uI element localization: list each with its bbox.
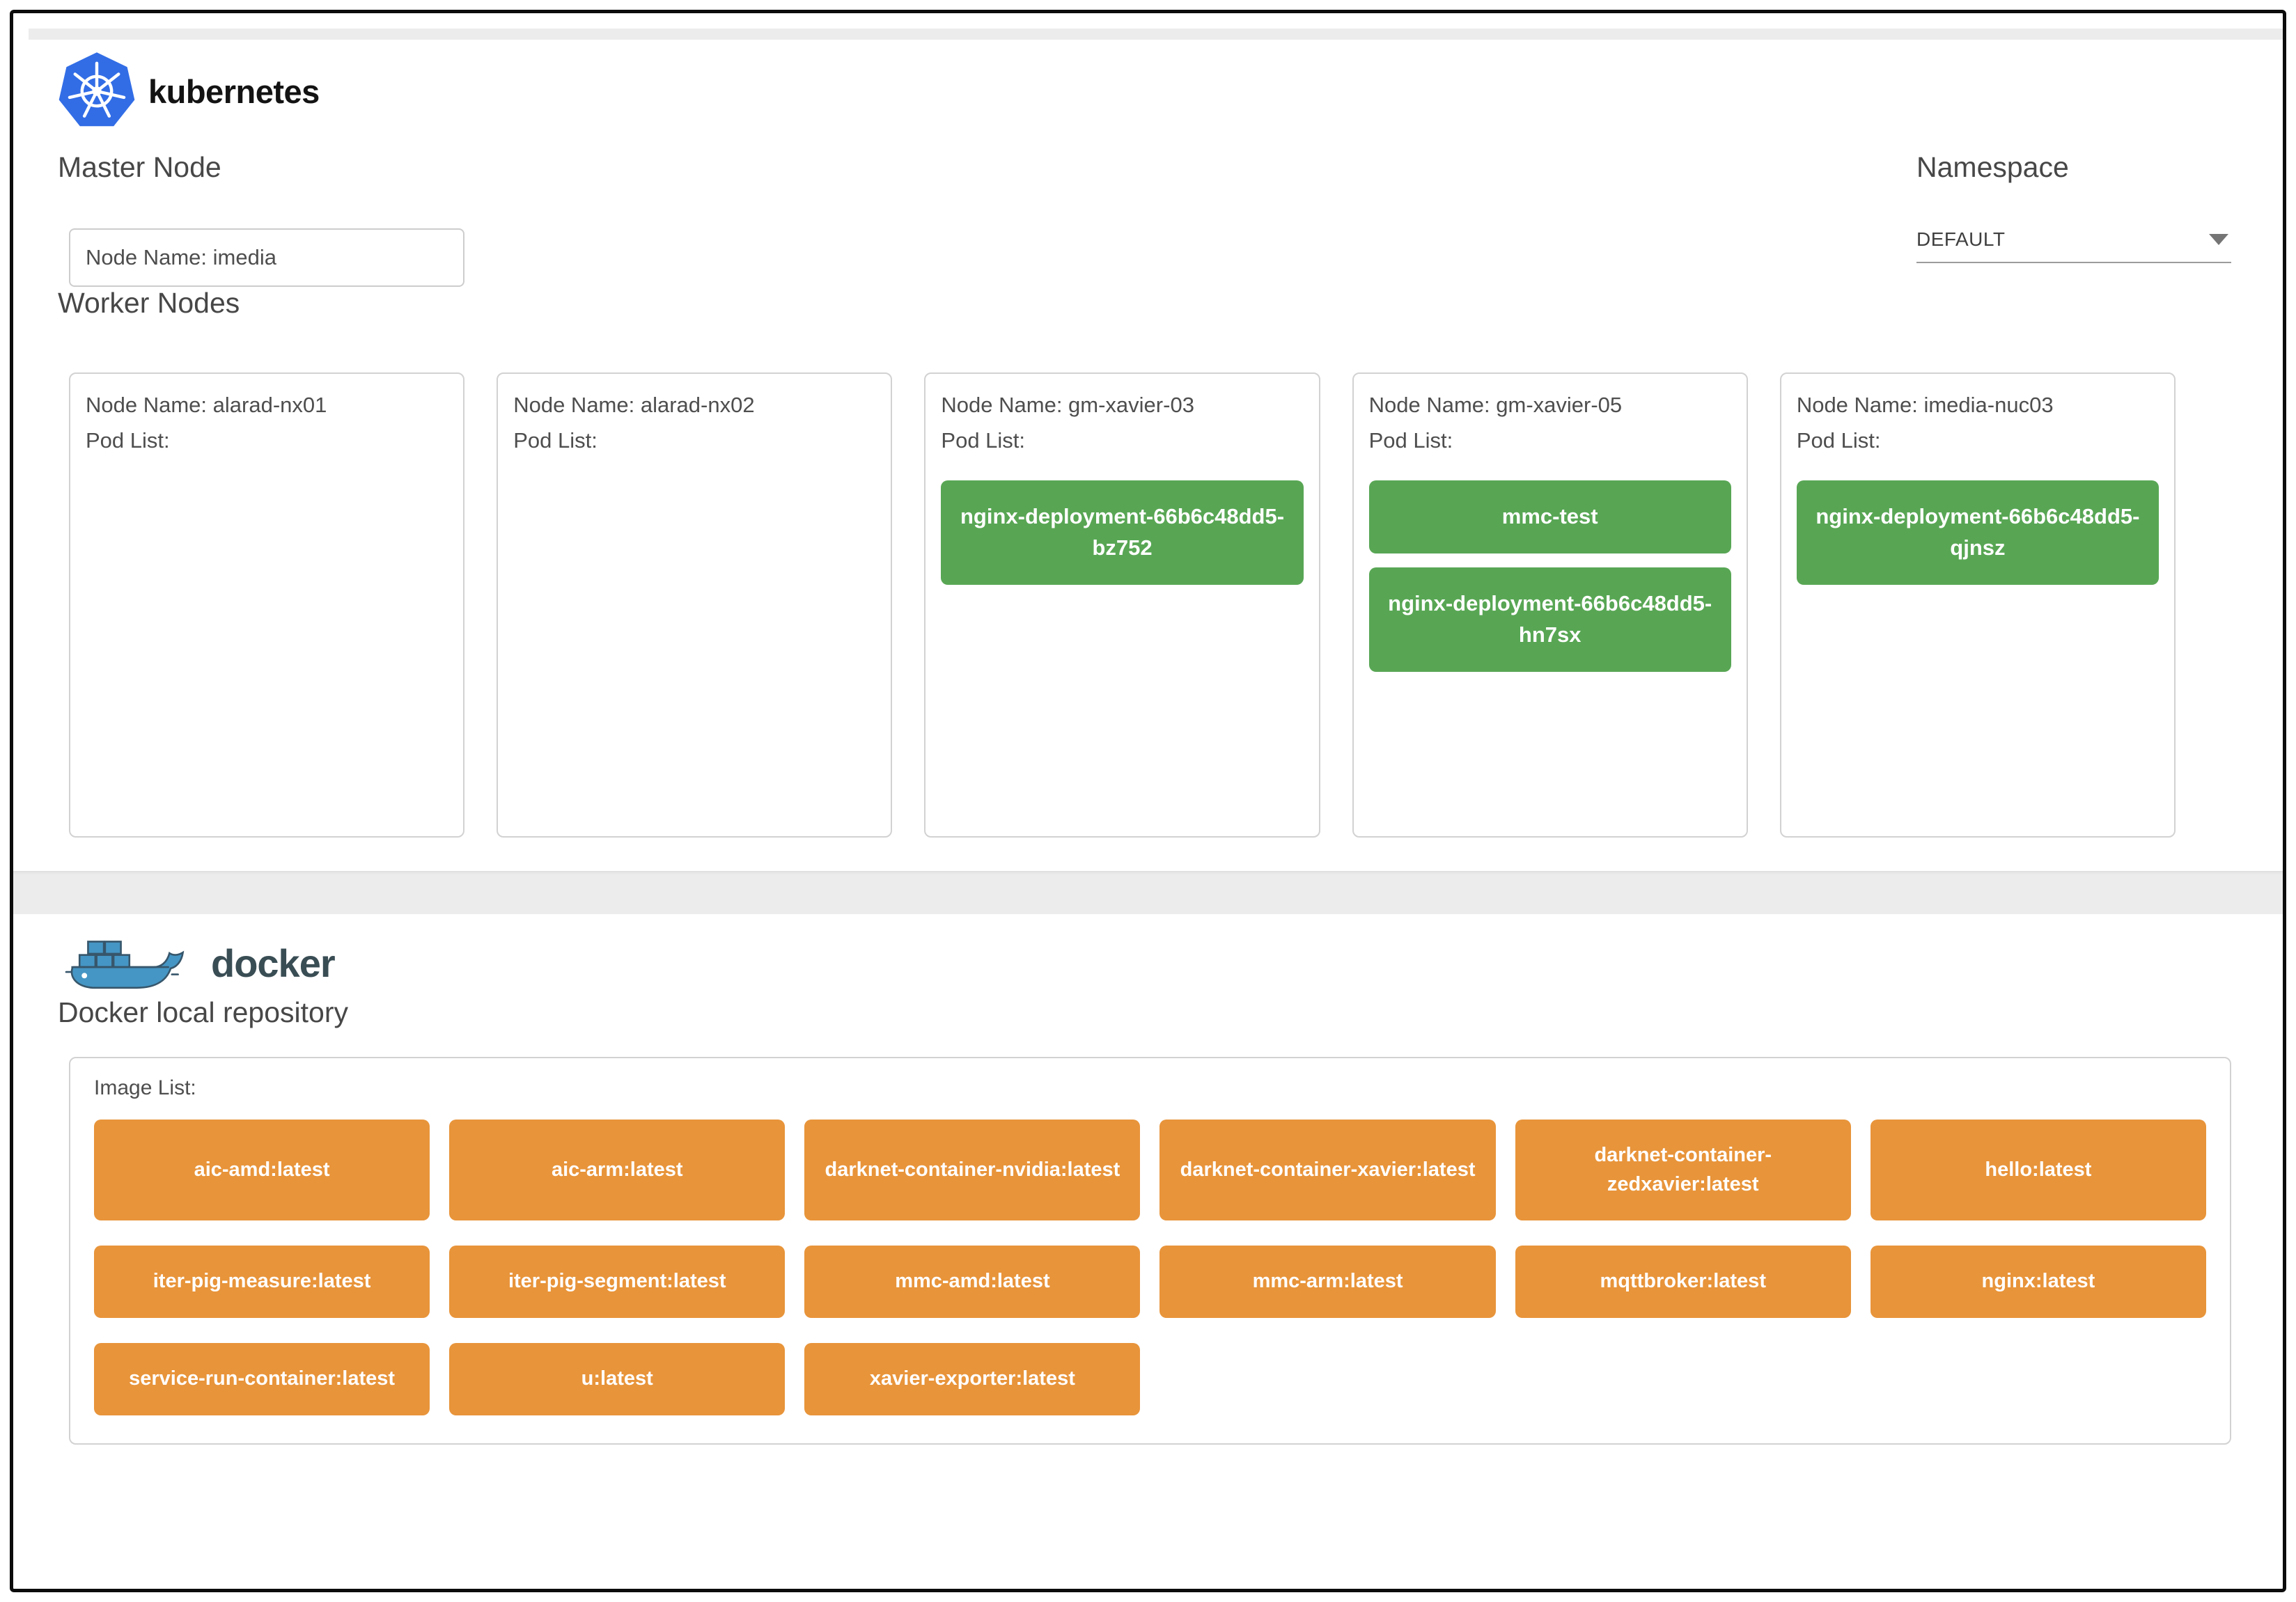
- worker-node-name: Node Name: alarad-nx01: [86, 393, 327, 418]
- kubernetes-wordmark: kubernetes: [148, 72, 320, 110]
- docker-image-button[interactable]: xavier-exporter:latest: [804, 1342, 1141, 1415]
- top-strip-divider: [29, 29, 2283, 40]
- pod-list-label: Pod List:: [513, 427, 598, 453]
- docker-image-grid: aic-amd:latest aic-arm:latest darknet-co…: [94, 1120, 2206, 1415]
- worker-node-card: Node Name: alarad-nx02 Pod List:: [497, 372, 893, 838]
- docker-image-button[interactable]: u:latest: [449, 1342, 786, 1415]
- docker-wordmark: docker: [211, 941, 336, 985]
- namespace-selected-value: DEFAULT: [1916, 228, 2006, 251]
- worker-node-name: Node Name: imedia-nuc03: [1796, 393, 2054, 418]
- worker-node-name: Node Name: alarad-nx02: [513, 393, 755, 418]
- image-list-label: Image List:: [94, 1076, 196, 1100]
- worker-nodes-row: Node Name: alarad-nx01 Pod List: Node Na…: [69, 372, 2176, 838]
- worker-nodes-title: Worker Nodes: [58, 287, 240, 320]
- kubernetes-section: kubernetes Master Node Namespace Node Na…: [13, 51, 2283, 838]
- pod-list: nginx-deployment-66b6c48dd5-bz752: [941, 480, 1304, 586]
- docker-section: docker Docker local repository Image Lis…: [13, 929, 2283, 1445]
- pod-list-label: Pod List:: [1796, 427, 1881, 453]
- docker-image-button[interactable]: service-run-container:latest: [94, 1342, 430, 1415]
- pod-list-label: Pod List:: [941, 427, 1026, 453]
- chevron-down-icon: [2209, 234, 2228, 246]
- docker-whale-icon: [65, 941, 185, 989]
- master-node-name: Node Name: imedia: [86, 245, 276, 270]
- pod-list-label: Pod List:: [86, 427, 170, 453]
- docker-image-button[interactable]: iter-pig-segment:latest: [449, 1245, 786, 1318]
- kubernetes-icon: [58, 52, 135, 127]
- worker-node-card: Node Name: gm-xavier-03 Pod List: nginx-…: [924, 372, 1320, 838]
- worker-node-name: Node Name: gm-xavier-05: [1368, 393, 1623, 418]
- pod-list-label: Pod List:: [1368, 427, 1453, 453]
- namespace-title: Namespace: [1916, 151, 2069, 183]
- master-node-card: Node Name: imedia: [69, 228, 464, 288]
- docker-image-button[interactable]: darknet-container-zedxavier:latest: [1515, 1120, 1851, 1220]
- worker-node-card: Node Name: gm-xavier-05 Pod List: mmc-te…: [1352, 372, 1748, 838]
- pod-list: mmc-test nginx-deployment-66b6c48dd5-hn7…: [1368, 480, 1731, 673]
- docker-repository-title: Docker local repository: [58, 996, 348, 1029]
- docker-logo: docker: [58, 929, 2231, 996]
- pod-button[interactable]: nginx-deployment-66b6c48dd5-bz752: [941, 480, 1304, 586]
- pod-list: nginx-deployment-66b6c48dd5-qjnsz: [1796, 480, 2160, 586]
- docker-image-button[interactable]: hello:latest: [1870, 1120, 2206, 1220]
- docker-image-button[interactable]: darknet-container-nvidia:latest: [804, 1120, 1141, 1220]
- page-frame: kubernetes Master Node Namespace Node Na…: [10, 10, 2286, 1592]
- docker-image-button[interactable]: mqttbroker:latest: [1515, 1245, 1851, 1318]
- worker-node-card: Node Name: alarad-nx01 Pod List:: [69, 372, 465, 838]
- kubernetes-logo: kubernetes: [58, 51, 2231, 132]
- pod-button[interactable]: nginx-deployment-66b6c48dd5-hn7sx: [1368, 567, 1731, 673]
- worker-node-card: Node Name: imedia-nuc03 Pod List: nginx-…: [1779, 372, 2176, 838]
- docker-image-button[interactable]: darknet-container-xavier:latest: [1159, 1120, 1496, 1220]
- docker-image-button[interactable]: aic-amd:latest: [94, 1120, 430, 1220]
- docker-image-button[interactable]: aic-arm:latest: [449, 1120, 786, 1220]
- section-divider: [13, 871, 2283, 915]
- pod-button[interactable]: mmc-test: [1368, 480, 1731, 554]
- docker-image-list-card: Image List: aic-amd:latest aic-arm:lates…: [69, 1057, 2231, 1445]
- docker-image-button[interactable]: iter-pig-measure:latest: [94, 1245, 430, 1318]
- docker-image-button[interactable]: mmc-amd:latest: [804, 1245, 1141, 1318]
- docker-image-button[interactable]: mmc-arm:latest: [1159, 1245, 1496, 1318]
- master-node-title: Master Node: [58, 151, 221, 183]
- worker-node-name: Node Name: gm-xavier-03: [941, 393, 1194, 418]
- pod-button[interactable]: nginx-deployment-66b6c48dd5-qjnsz: [1796, 480, 2160, 586]
- docker-image-button[interactable]: nginx:latest: [1870, 1245, 2206, 1318]
- namespace-select[interactable]: DEFAULT: [1916, 228, 2231, 264]
